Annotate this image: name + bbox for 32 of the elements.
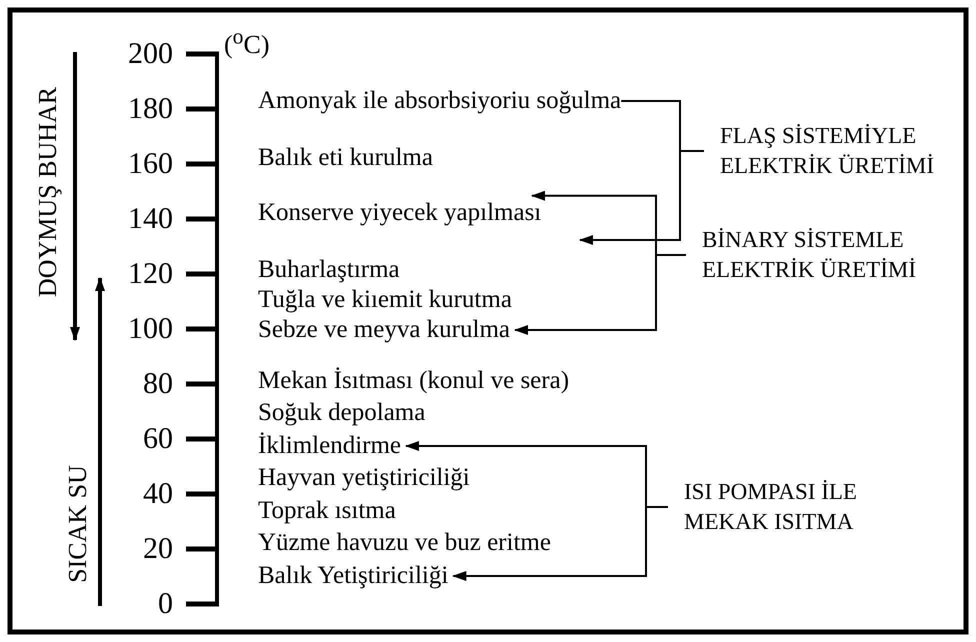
application-label: Amonyak ile absorbsiyoriu soğulma	[258, 84, 622, 118]
category-label: BİNARY SİSTEMLE ELEKTRİK ÜRETİMİ	[686, 225, 934, 285]
application-label: Hayvan yetiştiriciliği	[258, 462, 470, 493]
vertical-label: DOYMUŞ BUHAR	[33, 86, 63, 298]
application-label: Buharlaştırma	[258, 254, 400, 285]
application-label: Soğuk depolama	[258, 398, 426, 428]
tick-label: 120	[128, 256, 173, 292]
application-label: Sebze ve meyva kurulma	[258, 314, 510, 346]
arrow	[452, 506, 668, 581]
vertical-label: SICAK SU	[63, 465, 93, 583]
tick-label: 100	[128, 312, 173, 346]
unit-label: ($^{o}$C)	[224, 23, 270, 61]
application-label: Toprak ısıtma	[258, 496, 396, 526]
arrow	[514, 254, 686, 335]
tick-label: 80	[143, 366, 173, 402]
category-label: ISI POMPASI İLE MEKAK ISITMA	[668, 477, 916, 537]
tick-label: 40	[143, 476, 173, 512]
category-label: FLAŞ SİSTEMİYLE ELEKTRİK ÜRETİMİ	[704, 121, 952, 181]
tick-label: 180	[128, 92, 173, 126]
tick-label: 140	[128, 202, 173, 236]
tick-label: 200	[128, 36, 173, 72]
application-label: İklimlendirme	[258, 430, 402, 462]
application-label: Konserve yiyecek yapılması	[258, 196, 542, 230]
application-label: Mekan İsıtması (konul ve sera)	[258, 366, 570, 396]
tick-label: 0	[158, 586, 173, 622]
application-label: Yüzme havuzu ve buz eritme	[258, 528, 551, 558]
tick-label: 20	[143, 532, 173, 566]
application-label: Tuğla ve kiıemit kurutma	[258, 284, 512, 315]
tick-label: 60	[143, 422, 173, 456]
tick-label: 160	[128, 146, 173, 182]
application-label: Balık Yetiştiriciliği	[258, 560, 448, 592]
application-label: Balık eti kurulma	[258, 142, 433, 173]
